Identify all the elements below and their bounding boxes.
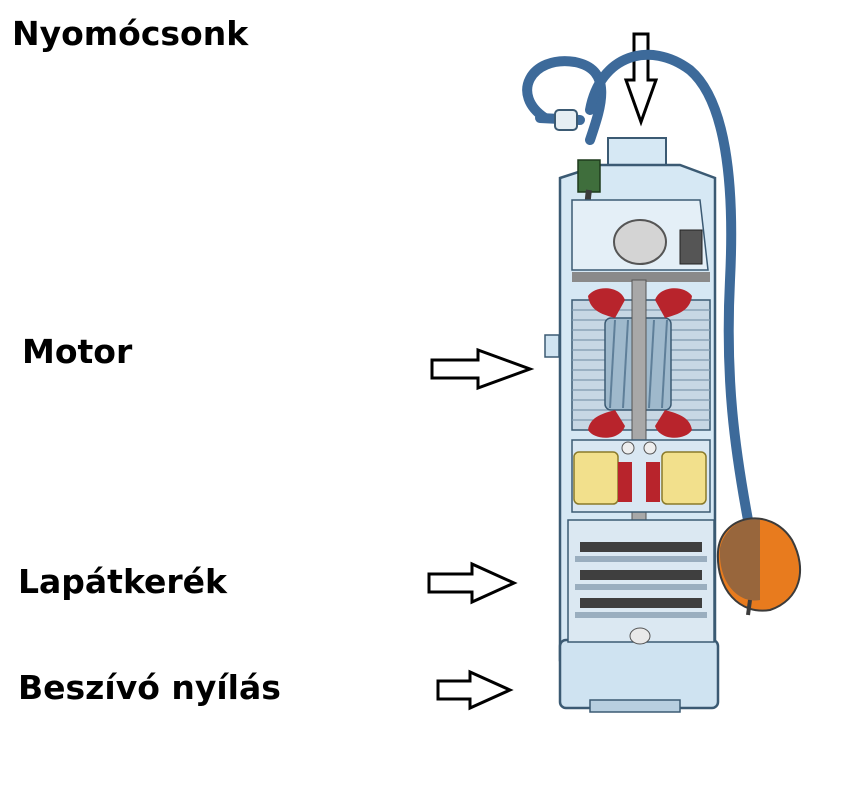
arrow-impeller: [427, 561, 518, 605]
arrow-motor: [430, 347, 535, 391]
float-switch: [716, 517, 801, 616]
cable-gland: [554, 109, 578, 131]
impeller-label: Lapátkerék: [18, 562, 228, 601]
inlet-label: Beszívó nyílás: [18, 668, 281, 707]
top-chamber: [571, 199, 709, 271]
impeller-stages: [567, 519, 715, 645]
arrow-outlet: [623, 32, 659, 127]
arrow-inlet: [436, 669, 514, 711]
outlet-label: Nyomócsonk: [12, 14, 249, 53]
motor-label: Motor: [22, 332, 133, 371]
seal-housing: [571, 439, 711, 513]
